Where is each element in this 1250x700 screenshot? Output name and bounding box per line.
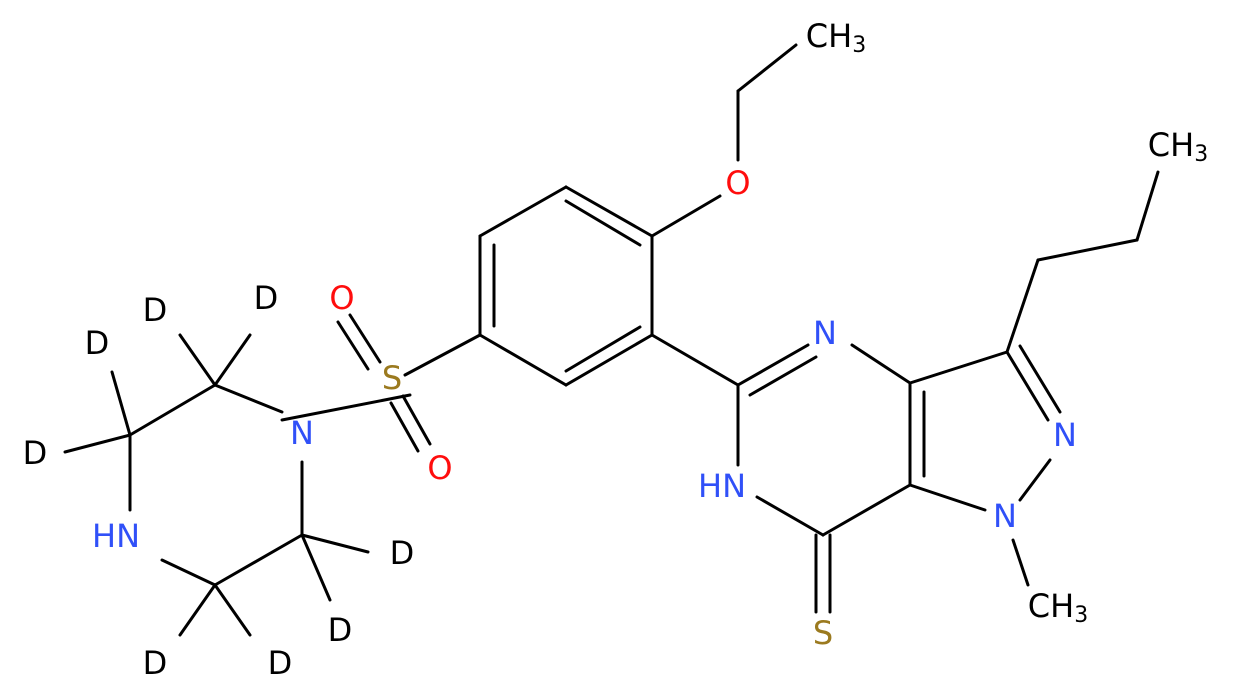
bond xyxy=(213,533,304,587)
bond xyxy=(348,313,382,364)
atom-s-sulfonyl: S xyxy=(382,359,402,397)
bond xyxy=(178,583,217,637)
atom-d: D xyxy=(143,644,168,682)
bond xyxy=(300,533,370,554)
bond xyxy=(213,383,284,414)
bond xyxy=(650,333,740,387)
atom-d: D xyxy=(268,644,293,682)
bond xyxy=(478,185,568,238)
bond xyxy=(850,343,912,385)
bond xyxy=(280,393,412,422)
bond xyxy=(389,401,420,453)
atom-s-thione: S xyxy=(813,614,833,652)
bond xyxy=(821,483,912,537)
atom-d: D xyxy=(254,279,279,317)
bond xyxy=(748,355,818,397)
bond xyxy=(908,350,1009,385)
atom-labels: CH3 CH3 O S O O N HN N HN N N S CH3 D D … xyxy=(23,17,1209,682)
bond xyxy=(110,370,132,437)
bond xyxy=(63,433,132,454)
atom-o-sulfonyl-2: O xyxy=(427,449,452,487)
bond xyxy=(908,483,987,512)
bond xyxy=(1135,170,1160,242)
bond xyxy=(650,194,722,238)
bond xyxy=(213,583,252,637)
bond xyxy=(478,333,568,387)
bond xyxy=(564,333,654,387)
bond xyxy=(160,558,217,587)
bonds xyxy=(63,43,1160,637)
bond xyxy=(128,383,217,437)
bond xyxy=(564,199,642,247)
atom-d: D xyxy=(85,324,110,362)
bond xyxy=(300,533,332,602)
atom-o-sulfonyl-1: O xyxy=(329,279,354,317)
bond xyxy=(755,495,825,537)
atom-o-ether: O xyxy=(725,164,750,202)
bond xyxy=(1011,538,1030,587)
bond xyxy=(336,320,370,371)
bond xyxy=(736,343,810,387)
atom-n-piperazine: N xyxy=(290,414,314,452)
atom-ch3-ethoxy: CH3 xyxy=(806,17,866,58)
bond xyxy=(736,43,798,93)
bond xyxy=(401,394,432,446)
atom-d: D xyxy=(390,534,415,572)
bond xyxy=(178,333,217,387)
bond xyxy=(1005,258,1040,354)
bond xyxy=(1018,458,1052,502)
bond xyxy=(1018,344,1062,414)
atom-n-pyrazole-2: N xyxy=(1053,416,1077,454)
bond xyxy=(564,325,642,373)
atom-nh-pyrimidine: HN xyxy=(698,467,746,505)
bond xyxy=(403,333,482,377)
atom-nh-piperazine: HN xyxy=(92,517,140,555)
bond xyxy=(564,185,654,238)
atom-d: D xyxy=(143,291,168,329)
bond xyxy=(213,333,252,387)
atom-n-pyrazole-1: N xyxy=(993,497,1017,535)
bond xyxy=(1036,238,1139,262)
atom-ch3-propyl: CH3 xyxy=(1148,126,1208,167)
atom-n-pyrimidine: N xyxy=(813,314,837,352)
bond xyxy=(1005,350,1050,422)
atom-d: D xyxy=(328,611,353,649)
atom-ch3-n-methyl: CH3 xyxy=(1028,587,1088,628)
atom-d: D xyxy=(23,434,48,472)
